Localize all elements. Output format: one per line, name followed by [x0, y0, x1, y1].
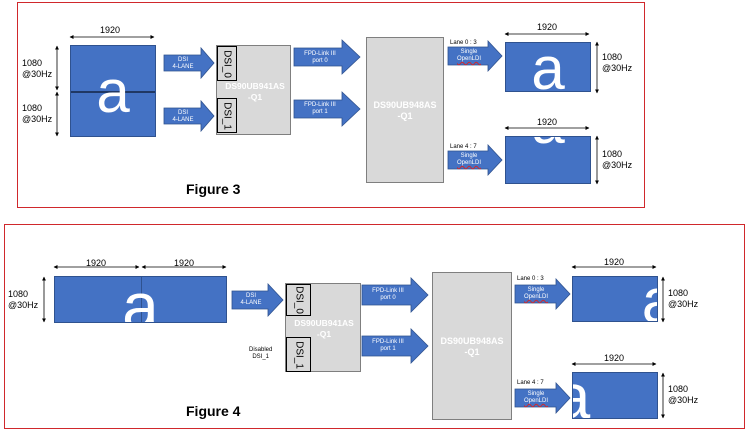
output-top-width-label: 1920 — [537, 22, 558, 32]
dsi-arrow-label: DSI 4-LANE — [240, 293, 262, 306]
figure-3-frame — [17, 2, 645, 208]
openldi-arrow-top — [514, 277, 571, 311]
source-glyph: a — [96, 58, 130, 125]
output-top-glyph: a — [531, 42, 565, 92]
output-bottom-glyph: a — [573, 373, 615, 418]
split-line — [71, 91, 155, 93]
output-top-width-label: 1920 — [604, 257, 625, 267]
lane-bottom-label: Lane 4 : 7 — [450, 144, 477, 150]
source-glyph: a — [122, 276, 159, 323]
source-right-width-label: 1920 — [174, 258, 195, 268]
dsi-arrow — [231, 282, 284, 318]
source-image: a — [54, 276, 227, 323]
output-bottom-height-label: 1080 @30Hz — [602, 149, 633, 170]
source-left-width-label: 1920 — [86, 258, 107, 268]
figure-3-caption: Figure 3 — [186, 181, 241, 197]
openldi-arrow-bottom — [447, 143, 503, 177]
output-display-bottom: a — [505, 136, 591, 184]
output-top-height-label: 1080 @30Hz — [668, 288, 699, 309]
deserializer-block — [366, 37, 444, 183]
source-height-label-bottom: 1080 @30Hz — [22, 103, 53, 124]
dsi0-port: DSI_0 — [286, 284, 311, 316]
source-height-label-top: 1080 @30Hz — [22, 58, 53, 79]
dsi-arrow-top-label: DSI 4-LANE — [172, 57, 194, 70]
fpd-arrow-port0 — [361, 277, 429, 313]
output-display-top: a — [505, 42, 591, 92]
output-bottom-height-label: 1080 @30Hz — [668, 384, 699, 405]
output-top-height-label: 1080 @30Hz — [602, 52, 633, 73]
dsi1-port-disabled: DSI_1 — [286, 337, 311, 372]
output-bottom-glyph: a — [506, 137, 590, 153]
output-top-glyph: a — [617, 277, 657, 321]
dsi-arrow-top — [163, 46, 215, 80]
source-height-label: 1080 @30Hz — [8, 289, 39, 310]
fpd-arrow-port0 — [293, 39, 361, 75]
output-display-top: a — [572, 276, 658, 322]
dsi-arrow-bottom — [163, 99, 215, 133]
fpd-arrow-port1 — [361, 328, 429, 364]
lane-bottom-label: Lane 4 : 7 — [517, 380, 544, 386]
output-bottom-width-label: 1920 — [604, 353, 625, 363]
openldi-arrow-bottom — [514, 381, 571, 415]
serializer-label: DS90UB941AS -Q1 — [225, 81, 285, 102]
fpd-port1-label: FPD-Link III port 1 — [304, 102, 336, 115]
figure-4-caption: Figure 4 — [186, 403, 241, 419]
fpd-port1-label: FPD-Link III port 1 — [372, 339, 404, 352]
source-image: a — [70, 45, 156, 137]
output-display-bottom: a — [572, 372, 658, 419]
openldi-arrow-top — [447, 39, 503, 73]
deserializer-block — [432, 272, 512, 420]
disabled-dsi1-label: Disabled DSI_1 — [249, 347, 273, 360]
fpd-arrow-port1 — [293, 91, 361, 127]
fpd-port0-label: FPD-Link III port 0 — [304, 51, 336, 64]
deserializer-label: DS90UB948AS -Q1 — [440, 336, 504, 357]
lane-top-label: Lane 0 : 3 — [517, 276, 544, 282]
figure-4-frame — [4, 224, 745, 429]
lane-top-label: Lane 0 : 3 — [450, 40, 477, 46]
output-bottom-width-label: 1920 — [537, 117, 558, 127]
fpd-port0-label: FPD-Link III port 0 — [372, 288, 404, 301]
split-line — [141, 277, 142, 322]
deserializer-label: DS90UB948AS -Q1 — [373, 100, 437, 121]
serializer-label: DS90UB941AS -Q1 — [294, 318, 354, 339]
dsi0-port: DSI_0 — [217, 46, 237, 81]
source-width-label: 1920 — [100, 25, 121, 35]
dsi1-port: DSI_1 — [217, 98, 237, 133]
dsi-arrow-bottom-label: DSI 4-LANE — [172, 110, 194, 123]
